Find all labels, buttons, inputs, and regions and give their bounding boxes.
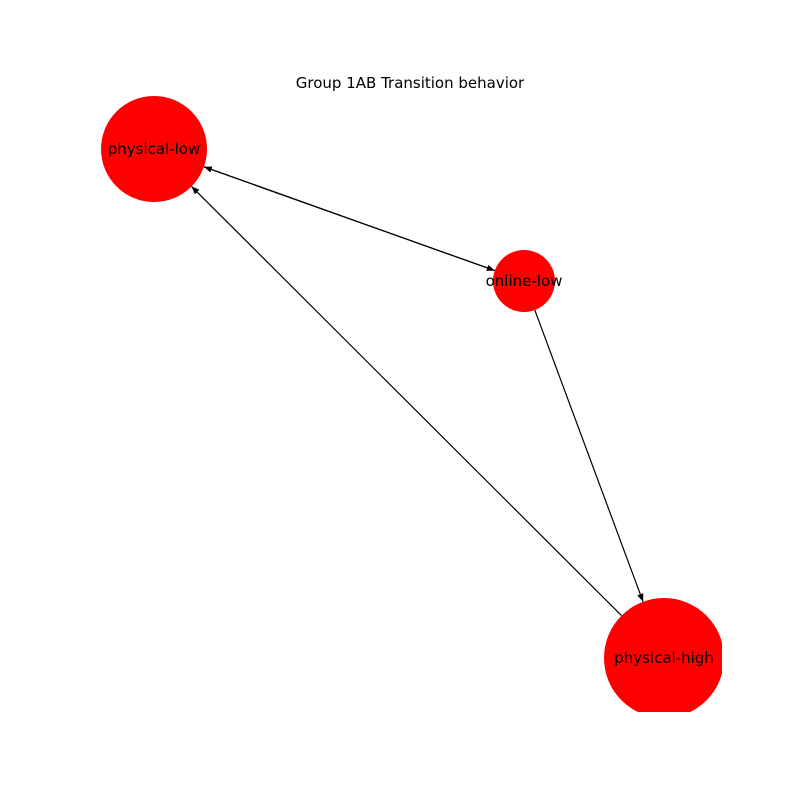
edge-physical-high-to-physical-low xyxy=(191,185,622,617)
node-label-physical-high: physical-high xyxy=(614,649,714,667)
figure-title: Group 1AB Transition behavior xyxy=(296,74,525,92)
nodes-layer xyxy=(101,96,722,712)
node-label-online-low: online-low xyxy=(486,272,563,290)
node-physical-low xyxy=(101,96,207,202)
node-physical-high xyxy=(604,598,722,712)
edge-online-low-to-physical-high xyxy=(534,309,644,603)
edges-layer xyxy=(191,166,644,617)
node-online-low xyxy=(493,250,555,312)
edge-online-low-to-physical-low xyxy=(203,166,496,272)
labels-layer: physical-low online-low physical-high xyxy=(108,140,714,667)
node-label-physical-low: physical-low xyxy=(108,140,201,158)
